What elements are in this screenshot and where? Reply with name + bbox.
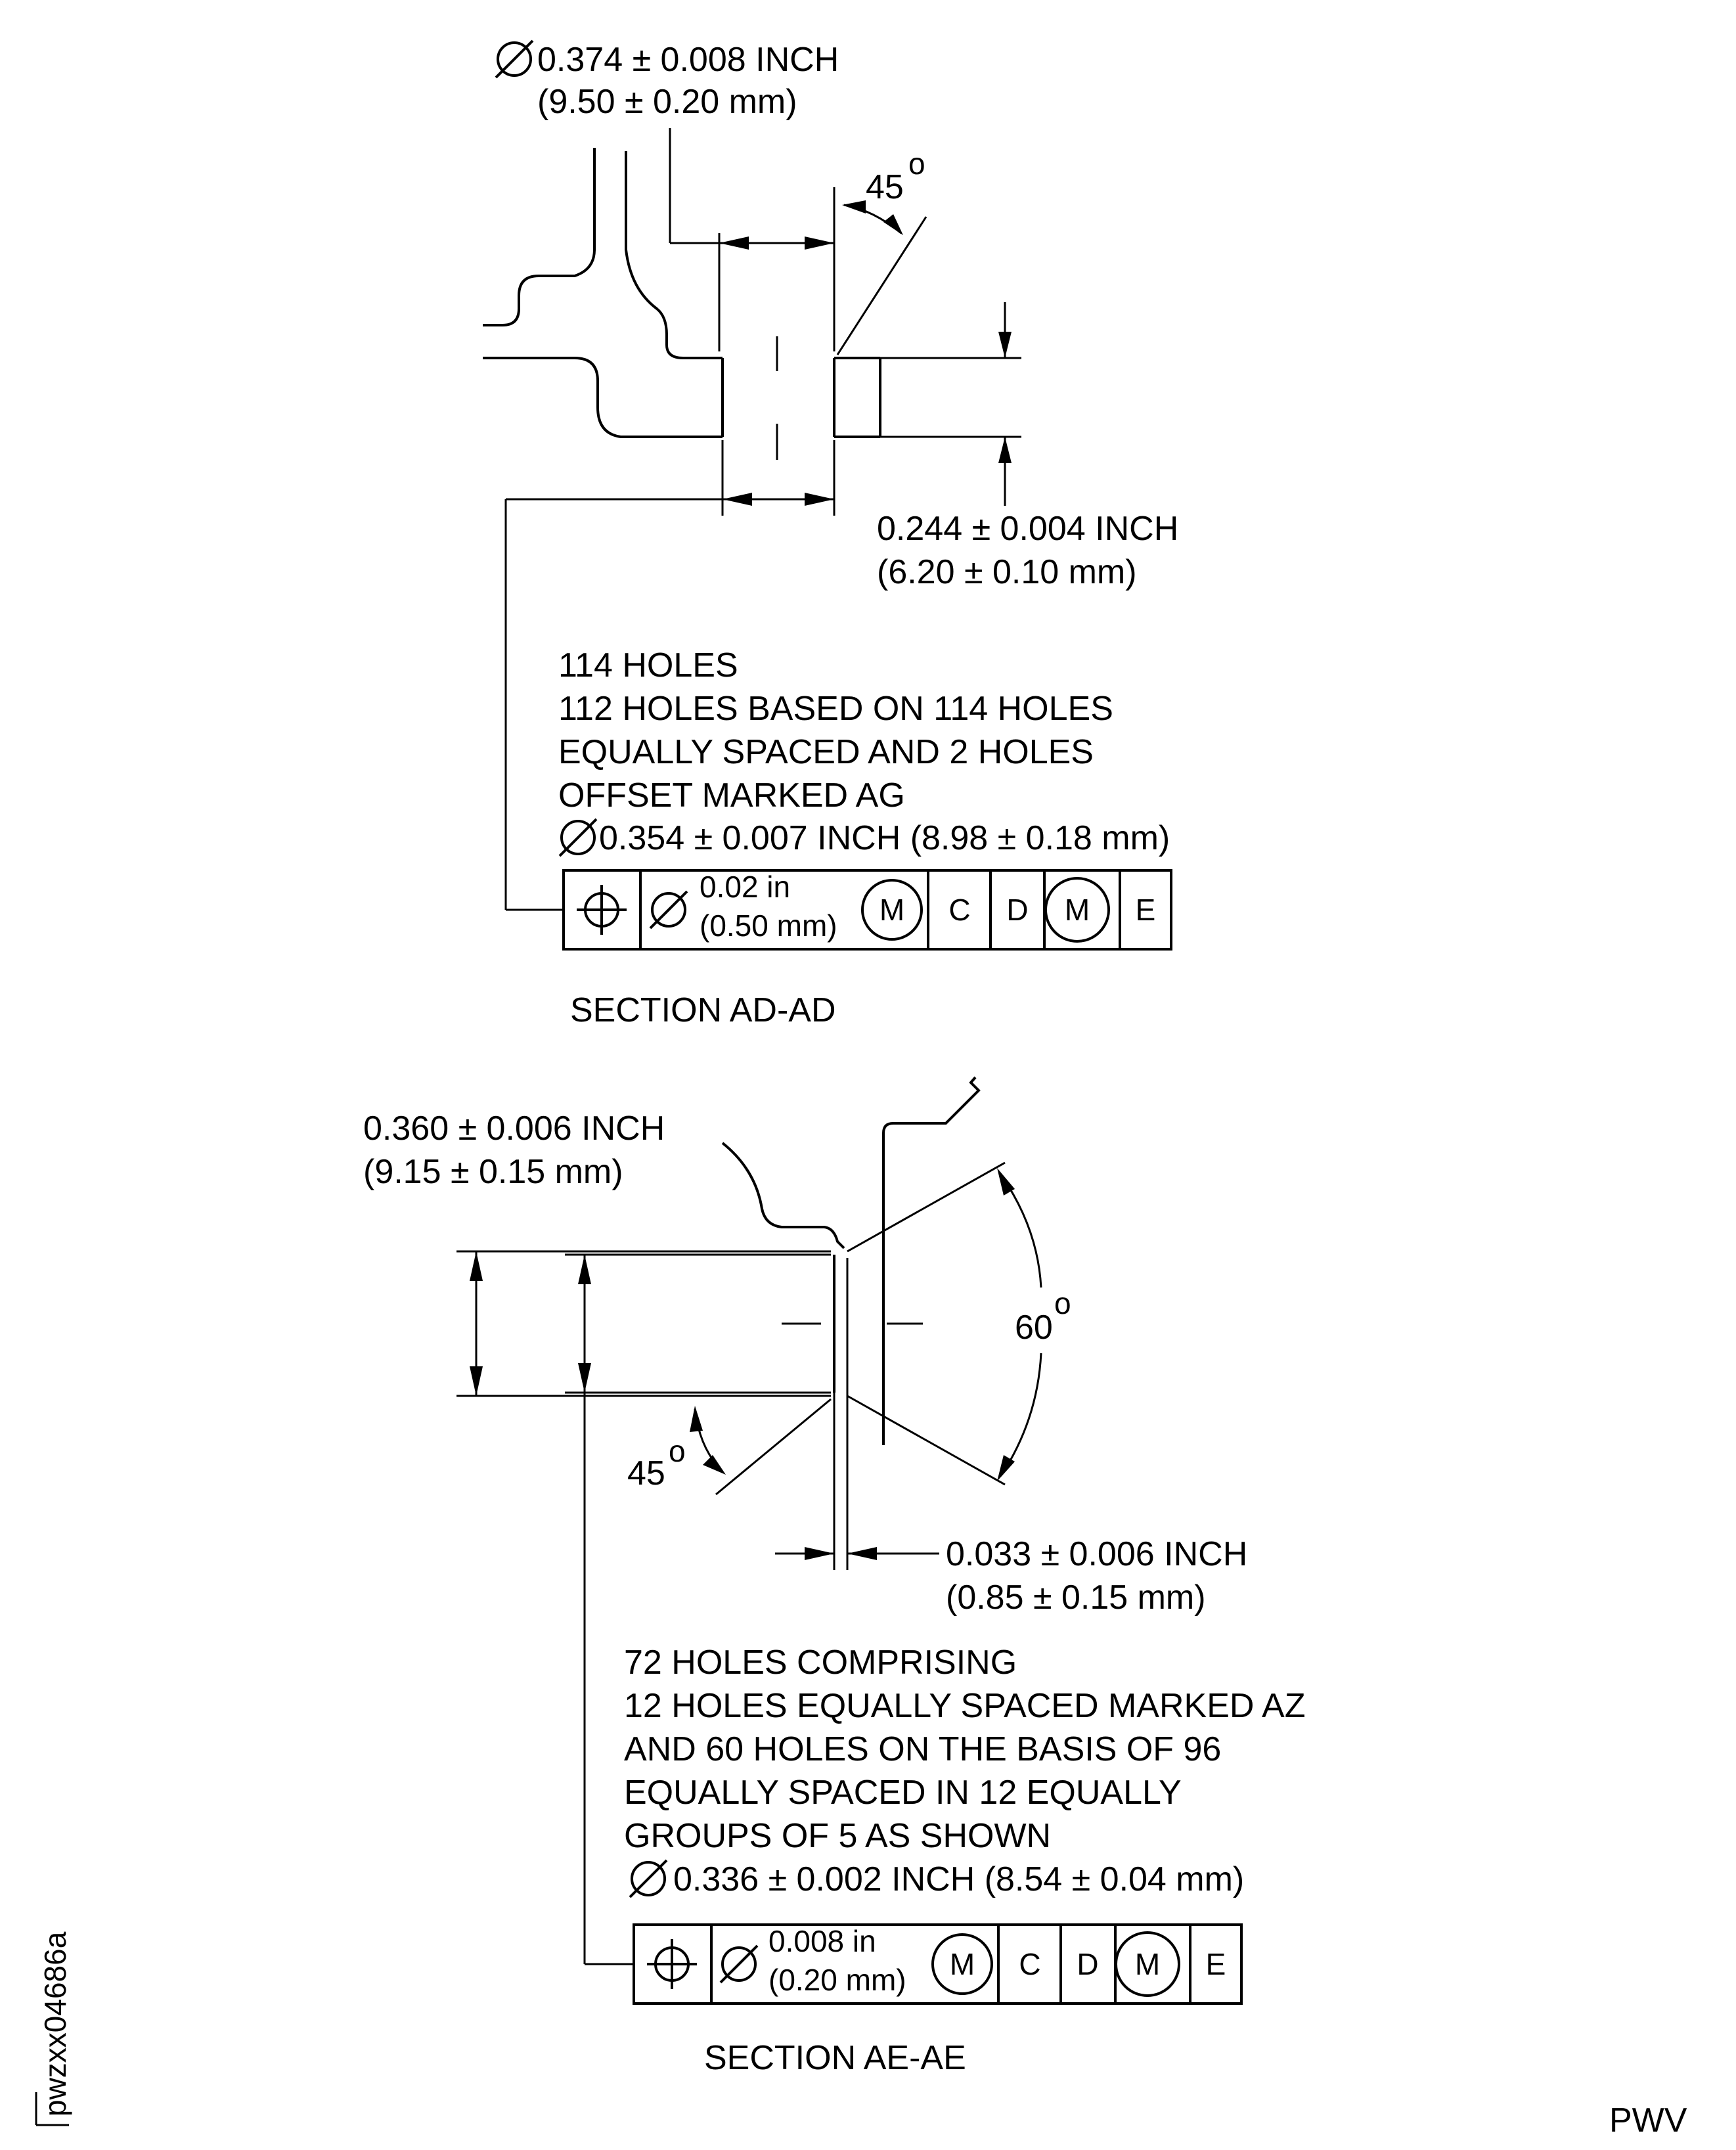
corner-label: PWV	[1609, 2101, 1687, 2139]
section-ae-fcf-tolerance-in: 0.008 in	[768, 1924, 876, 1958]
section-ad-thickness-mm: (6.20 ± 0.10 mm)	[877, 553, 1137, 591]
section-ad-thickness-inch: 0.244 ± 0.004 INCH	[877, 510, 1178, 548]
section-ae-fcf-tolerance-mm: (0.20 mm)	[768, 1963, 906, 1997]
diameter-symbol-icon	[719, 1944, 759, 1984]
figure-id: pwzxx04686a	[35, 1931, 72, 2126]
section-ae-hole-diameter: 0.336 ± 0.002 INCH (8.54 ± 0.04 mm)	[673, 1860, 1244, 1898]
diameter-symbol-icon	[558, 818, 598, 857]
section-ae-angle-45-degree: o	[669, 1434, 686, 1468]
max-material-condition-icon: M	[861, 879, 923, 941]
section-ae-note-line: AND 60 HOLES ON THE BASIS OF 96	[624, 1730, 1221, 1768]
section-ad-fcf-tolerance-mm: (0.50 mm)	[700, 908, 837, 943]
section-ad-fcf-datum-c: C	[948, 893, 970, 927]
section-ae-note-line: GROUPS OF 5 AS SHOWN	[624, 1817, 1051, 1855]
figure-id-text: pwzxx04686a	[38, 1931, 72, 2116]
section-ae-depth-inch: 0.033 ± 0.006 INCH	[946, 1535, 1247, 1573]
max-material-condition-icon: M	[931, 1933, 993, 1995]
section-ad-fcf-datum-d: D	[1006, 893, 1028, 927]
section-ad-fcf-modifier: M	[879, 893, 904, 927]
section-ad-title: SECTION AD-AD	[570, 991, 836, 1029]
section-ad-fcf-tolerance-in: 0.02 in	[700, 870, 790, 904]
section-ae-45-angle: 45 o	[627, 1398, 832, 1496]
section-ad-part-outline	[483, 148, 1021, 460]
section-ae-note-line: EQUALLY SPACED IN 12 EQUALLY	[624, 1774, 1182, 1812]
section-ae-height-inch: 0.360 ± 0.006 INCH	[363, 1109, 665, 1148]
position-symbol-icon	[647, 1939, 697, 1989]
section-ae-title: SECTION AE-AE	[704, 2039, 966, 2077]
section-ad-ad: 0.374 ± 0.008 INCH (9.50 ± 0.20 mm) 45 o…	[483, 39, 1178, 1029]
section-ad-chamfer-angle: 45 o	[836, 146, 927, 355]
section-ae-fcf-datum-e: E	[1206, 1947, 1226, 1981]
section-ad-note-line: OFFSET MARKED AG	[558, 776, 905, 815]
section-ae-angle-60-degree: o	[1054, 1286, 1071, 1320]
diameter-symbol-icon	[629, 1859, 668, 1898]
section-ae-60-angle: 60 o	[847, 1161, 1071, 1486]
section-ae-height-mm: (9.15 ± 0.15 mm)	[363, 1153, 623, 1191]
section-ae-depth-mm: (0.85 ± 0.15 mm)	[946, 1579, 1206, 1617]
section-ae-note-line: 12 HOLES EQUALLY SPACED MARKED AZ	[624, 1687, 1306, 1725]
max-material-condition-icon: M	[1044, 877, 1110, 943]
section-ae-fcf-datum-c: C	[1019, 1947, 1040, 1981]
max-material-condition-icon: M	[1115, 1931, 1180, 1997]
section-ae-height-dimension: 0.360 ± 0.006 INCH (9.15 ± 0.15 mm)	[363, 1109, 665, 1965]
section-ae-fcf-modifier: M	[950, 1947, 975, 1981]
section-ad-fcf-modifier: M	[1065, 893, 1090, 927]
section-ad-notes: 114 HOLES 112 HOLES BASED ON 114 HOLES E…	[558, 646, 1170, 857]
section-ae-part-outline	[456, 1076, 981, 1570]
diameter-symbol-icon	[649, 890, 688, 929]
section-ae-fcf-datum-d: D	[1077, 1947, 1098, 1981]
diameter-symbol-icon	[495, 39, 534, 79]
section-ae-angle-60-value: 60	[1015, 1309, 1053, 1347]
section-ae-angle-45-value: 45	[627, 1454, 665, 1492]
section-ad-note-line: 114 HOLES	[558, 646, 738, 684]
section-ad-angle-degree: o	[908, 146, 925, 181]
section-ad-feature-control-frame: 0.02 in (0.50 mm) M C D M E	[562, 869, 1172, 951]
position-symbol-icon	[577, 885, 627, 935]
section-ad-diameter-mm: (9.50 ± 0.20 mm)	[537, 83, 797, 121]
section-ad-thickness-dimension: 0.244 ± 0.004 INCH (6.20 ± 0.10 mm)	[877, 302, 1178, 591]
section-ad-diameter-dimension: 0.374 ± 0.008 INCH (9.50 ± 0.20 mm)	[495, 39, 839, 351]
section-ad-diameter-inch: 0.374 ± 0.008 INCH	[537, 41, 839, 79]
section-ae-note-line: 72 HOLES COMPRISING	[624, 1644, 1017, 1682]
section-ae-ae: 60 o 45 o 0.360 ± 0.006 INCH (9.15 ± 0.1…	[363, 1076, 1306, 2077]
section-ae-notes: 72 HOLES COMPRISING 12 HOLES EQUALLY SPA…	[624, 1644, 1306, 1898]
section-ad-fcf-datum-e: E	[1136, 893, 1156, 927]
section-ad-angle-value: 45	[866, 168, 904, 206]
section-ad-note-line: 112 HOLES BASED ON 114 HOLES	[558, 690, 1113, 728]
section-ad-note-line: EQUALLY SPACED AND 2 HOLES	[558, 733, 1094, 771]
section-ad-hole-dimension	[504, 440, 835, 911]
section-ae-feature-control-frame: 0.008 in (0.20 mm) M C D M E	[633, 1923, 1243, 2005]
section-ae-fcf-modifier: M	[1135, 1947, 1160, 1981]
section-ad-hole-diameter: 0.354 ± 0.007 INCH (8.98 ± 0.18 mm)	[599, 819, 1170, 857]
section-ae-depth-dimension: 0.033 ± 0.006 INCH (0.85 ± 0.15 mm)	[775, 1535, 1247, 1617]
